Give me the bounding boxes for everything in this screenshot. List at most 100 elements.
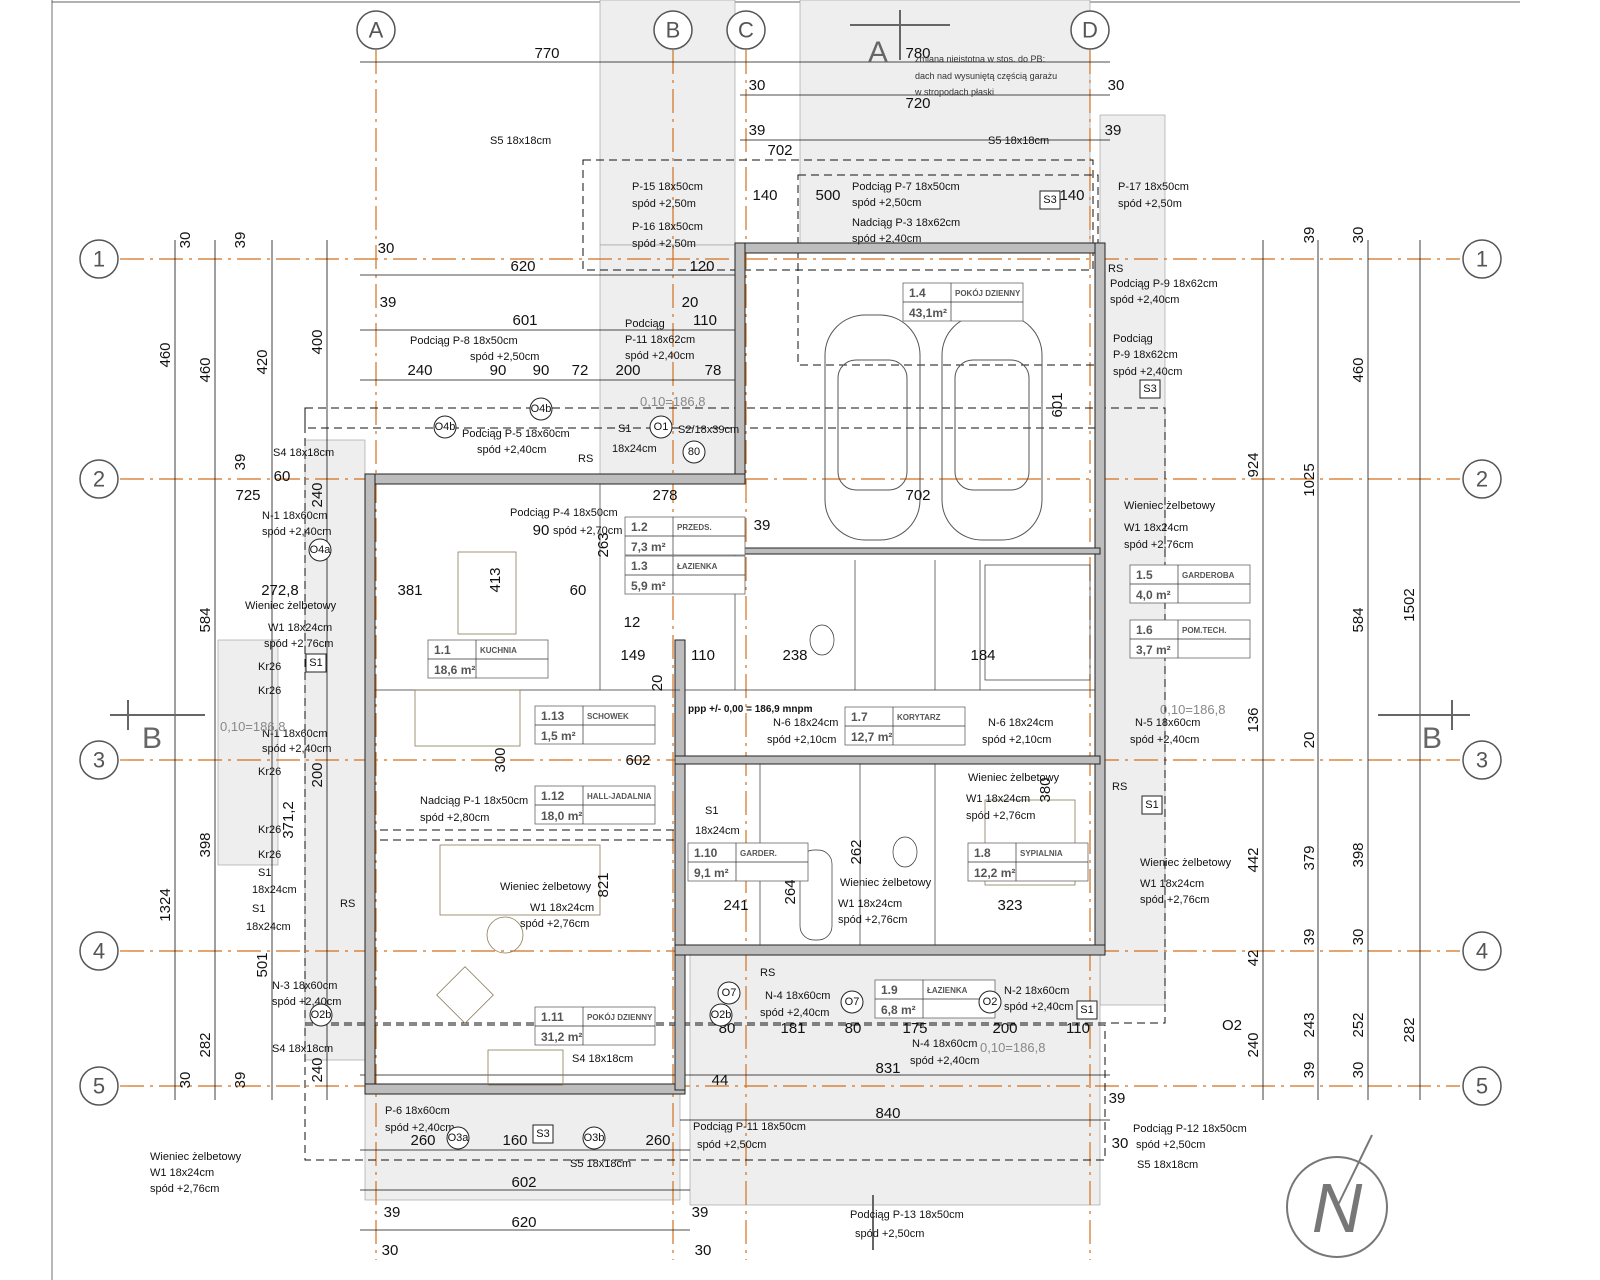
dimension-value: 39 <box>1105 122 1122 139</box>
structural-annotation: S4 18x18cm <box>272 1043 333 1055</box>
dimension-value: 30 <box>1350 227 1367 244</box>
room-area: 12,7 m² <box>851 730 892 744</box>
tag-label: 80 <box>688 446 700 458</box>
dimension-value: 1324 <box>157 888 174 921</box>
room-number: 1.8 <box>974 846 991 860</box>
structural-annotation: Podciąg <box>625 318 665 330</box>
dimension-value: 39 <box>749 122 766 139</box>
room-number: 1.6 <box>1136 623 1153 637</box>
room-name: ŁAZIENKA <box>927 986 968 995</box>
dimension-value: 238 <box>782 647 807 664</box>
structural-annotation: spód +2,80cm <box>420 812 489 824</box>
boxed-label: S3 <box>532 1124 554 1144</box>
room-name: HALL-JADALNIA <box>587 792 652 801</box>
dimension-value: 240 <box>309 1057 326 1082</box>
dimension-value: 200 <box>615 362 640 379</box>
grid-axis-bubble: D <box>1070 10 1110 50</box>
dimension-value: 620 <box>510 258 535 275</box>
dimension-value: 240 <box>407 362 432 379</box>
structural-annotation: spód +2,40cm <box>852 233 921 245</box>
room-area: 4,0 m² <box>1136 588 1171 602</box>
staircase <box>984 564 1091 681</box>
level-mark: 0,10=186,8 <box>640 394 705 409</box>
structural-annotation: S1 <box>705 805 718 817</box>
dimension-value: 278 <box>652 487 677 504</box>
dimension-value: 780 <box>905 45 930 62</box>
room-number: 1.3 <box>631 559 648 573</box>
structural-annotation: RS <box>1108 263 1123 275</box>
structural-annotation: spód +2,50cm <box>855 1228 924 1240</box>
dimension-value: 501 <box>254 952 271 977</box>
toilet <box>892 836 918 868</box>
garage-cars <box>824 314 1043 541</box>
room-area: 6,8 m² <box>881 1003 916 1017</box>
structural-annotation: spód +2,50cm <box>1136 1139 1205 1151</box>
dimension-value: 260 <box>645 1132 670 1149</box>
dimension-value: 39 <box>1109 1090 1126 1107</box>
structural-annotation: 18x24cm <box>695 825 740 837</box>
grid-axis-label: D <box>1082 18 1098 43</box>
structural-annotation: W1 18x24cm <box>1140 878 1204 890</box>
circled-tag: O3a <box>446 1126 470 1150</box>
dimension-value: 1502 <box>1401 588 1418 621</box>
terrace-areas <box>217 0 1166 1206</box>
structural-annotation: S5 18x18cm <box>490 135 551 147</box>
dimension-value: 702 <box>767 142 792 159</box>
dimension-value: 90 <box>490 362 507 379</box>
room-name: GARDER. <box>740 849 777 858</box>
room-number: 1.11 <box>541 1010 564 1024</box>
dimension-value: 140 <box>752 187 777 204</box>
structural-annotation: spód +2,40cm <box>385 1122 454 1134</box>
structural-annotation: 18x24cm <box>252 884 297 896</box>
structural-annotation: Kr26 <box>258 766 281 778</box>
room-area: 18,6 m² <box>434 663 475 677</box>
circled-tag: O2b <box>709 1003 733 1027</box>
boxed-label-text: S1 <box>1080 1004 1093 1016</box>
structural-annotation: spód +2,40cm <box>1130 734 1199 746</box>
dimension-value: 30 <box>382 1242 399 1259</box>
dimension-value: 400 <box>309 329 326 354</box>
room-name: KUCHNIA <box>480 646 517 655</box>
grid-axis-bubble: 2 <box>79 459 119 499</box>
structural-annotation: 18x24cm <box>612 443 657 455</box>
structural-annotation: RS <box>340 898 355 910</box>
structural-annotation: S5 18x18cm <box>988 135 1049 147</box>
dimension-value: 175 <box>902 1020 927 1037</box>
structural-annotation: S1 <box>252 903 265 915</box>
structural-annotation: S1 <box>618 423 631 435</box>
structural-annotation: P-17 18x50cm <box>1118 181 1189 193</box>
structural-annotation: P-11 18x62cm <box>625 334 695 346</box>
circled-tag: O7 <box>840 990 864 1014</box>
structural-annotation: W1 18x24cm <box>268 622 332 634</box>
dimension-value: 90 <box>533 522 550 539</box>
dimension-value: 500 <box>815 187 840 204</box>
dimension-value: 60 <box>274 468 291 485</box>
dimension-value: 184 <box>970 647 995 664</box>
room-number: 1.5 <box>1136 568 1153 582</box>
dining-table <box>414 689 521 747</box>
structural-annotation: spód +2,40cm <box>272 996 341 1008</box>
structural-annotation: spód +2,50m <box>632 238 696 250</box>
dimension-value: 460 <box>1350 357 1367 382</box>
dimension-value: 39 <box>232 232 249 249</box>
dimension-value: 30 <box>177 1072 194 1089</box>
bathtub <box>799 849 833 941</box>
dimension-value: 12 <box>624 614 641 631</box>
structural-annotation: spód +2,40cm <box>1004 1001 1073 1013</box>
section-mark-label: A <box>868 36 888 69</box>
grid-axis-bubble: 1 <box>79 239 119 279</box>
structural-annotation: Kr26 <box>258 824 281 836</box>
structural-annotation: P-15 18x50cm <box>632 181 703 193</box>
structural-annotation: P-16 18x50cm <box>632 221 703 233</box>
boxed-label: S1 <box>305 653 327 673</box>
dimension-value: 181 <box>780 1020 805 1037</box>
circled-tag: O4b <box>433 415 457 439</box>
grid-axis-label: 5 <box>93 1074 105 1099</box>
tag-label: O4a <box>310 544 332 556</box>
